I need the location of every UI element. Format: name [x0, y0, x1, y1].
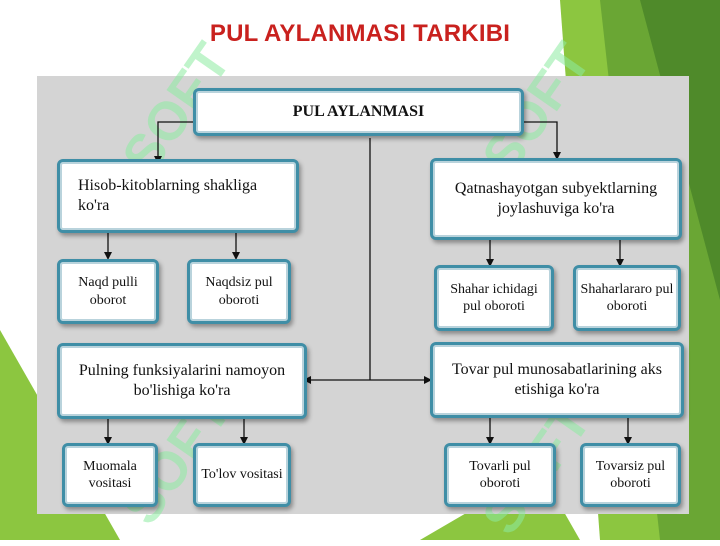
node-nongoods-turnover: Tovarsiz pul oboroti [580, 443, 681, 507]
group-subject-location: Qatnashayotgan subyektlarning joylashuvi… [430, 158, 682, 240]
node-circulation-means: Muomala vositasi [62, 443, 158, 507]
node-city-turnover: Shahar ichidagi pul oboroti [434, 265, 554, 331]
node-payment-means: To'lov vositasi [193, 443, 291, 507]
page-title: PUL AYLANMASI TARKIBI [209, 20, 511, 47]
node-intercity-turnover: Shaharlararo pul oboroti [573, 265, 681, 331]
root-node: PUL AYLANMASI [193, 88, 524, 136]
group-money-function: Pulning funksiyalarini namoyon bo'lishig… [57, 343, 307, 419]
group-settlement-form: Hisob-kitoblarning shakliga ko'ra [57, 159, 299, 233]
node-cash-turnover: Naqd pulli oborot [57, 259, 159, 324]
node-noncash-turnover: Naqdsiz pul oboroti [187, 259, 291, 324]
node-goods-turnover: Tovarli pul oboroti [444, 443, 556, 507]
connector-root-left [154, 121, 195, 164]
connector-root-right [522, 121, 561, 160]
group-commodity-relation: Tovar pul munosabatlarining aks etishiga… [430, 342, 684, 418]
